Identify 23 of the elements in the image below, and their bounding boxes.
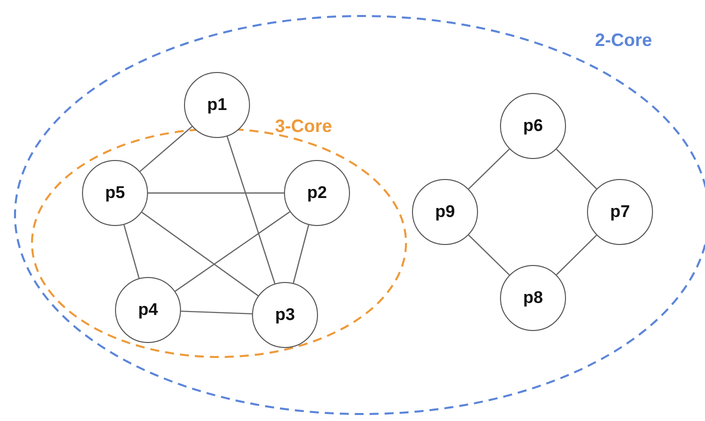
vertex-circle: p3 [252,282,318,348]
connector-line [148,192,284,194]
connector-line [180,310,252,314]
connector-line [123,224,140,278]
vertex-circle: p4 [115,277,181,343]
connector-line [468,234,510,276]
vertex-circle: p7 [587,179,653,245]
connector-line [556,148,597,190]
connector-line [556,234,597,276]
vertex-circle: p9 [412,179,478,245]
connector-line [468,148,510,190]
connector-line [141,212,259,296]
vertex-circle: p1 [184,72,250,138]
connector-line [226,136,276,284]
vertex-circle: p2 [284,160,350,226]
vertex-circle: p5 [82,160,148,226]
connector-line [140,126,192,172]
vertex-circle: p8 [500,265,566,331]
group-label: 3-Core [275,116,332,137]
group-label: 2-Core [595,30,652,51]
vertex-circle: p6 [500,93,566,159]
connector-line [174,211,290,292]
connector-line [292,224,310,284]
